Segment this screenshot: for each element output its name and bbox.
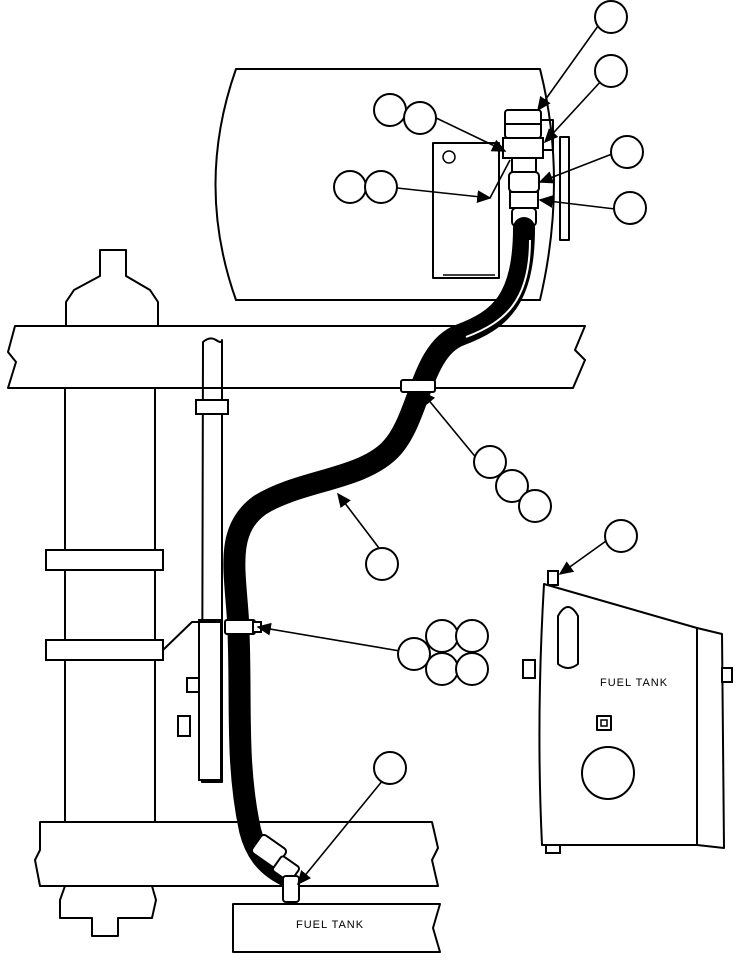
side-fuel-tank: FUEL TANK [522,570,733,854]
upper-hose-clamp [400,379,436,393]
vertical-pipe [162,337,229,783]
callout-circle [473,445,507,479]
callout-circle [397,637,431,671]
upper-frame-rail [7,325,586,389]
callout-circle [425,652,459,686]
bottom-fuel-tank [232,903,441,953]
leader-lines [256,25,616,886]
callout-circle [518,489,552,523]
callout-circle [613,191,647,225]
bottom-tank-label: FUEL TANK [296,919,364,931]
callout-circle [333,170,367,204]
elbow-fitting [250,833,300,903]
callout-circle [425,619,459,653]
callout-circle [455,652,489,686]
top-cap-bottle [65,249,159,327]
callout-circle [495,469,529,503]
callout-circle [365,547,399,581]
callout-circle [604,519,638,553]
fuel-hose [223,217,535,886]
callout-circle [373,93,407,127]
callout-circle [364,170,398,204]
upper-fitting-assembly [502,109,554,227]
side-tank-label: FUEL TANK [600,677,668,689]
callout-circle [373,751,407,785]
support-column [45,387,164,937]
callout-circle [403,101,437,135]
lower-hose-clamp [224,619,262,635]
callout-circle [455,619,489,653]
callout-circle [610,135,644,169]
filter-box [432,136,570,279]
callout-circle [594,0,628,34]
callout-bubbles [333,0,647,785]
lower-frame-rail [34,821,439,887]
callout-circle [594,54,628,88]
